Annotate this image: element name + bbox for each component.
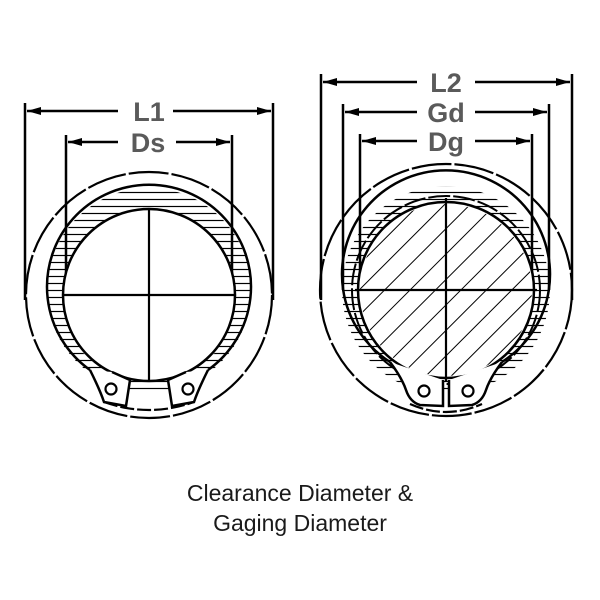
label-L1: L1 <box>133 97 165 127</box>
dimension-Dg: Dg <box>362 127 530 157</box>
lug-hole-right <box>461 384 475 398</box>
caption-line-1: Clearance Diameter & <box>186 480 414 506</box>
ring-outer-edge <box>45 183 253 372</box>
label-Gd: Gd <box>427 98 465 128</box>
lug-left <box>388 361 445 408</box>
gaging-circle <box>351 195 541 385</box>
caption-line-2: Gaging Diameter <box>213 510 387 536</box>
label-Dg: Dg <box>428 127 464 157</box>
clearance-circle <box>24 170 274 420</box>
gaging-diagram: L2 Gd Dg <box>318 68 574 418</box>
dimension-L1: L1 <box>27 97 271 127</box>
label-Ds: Ds <box>131 128 166 158</box>
dimension-Gd: Gd <box>345 98 547 128</box>
dimension-L2: L2 <box>323 68 570 98</box>
lug-hole-left <box>417 384 431 398</box>
dimension-Ds: Ds <box>68 128 230 158</box>
lug-hole-right <box>181 382 195 396</box>
clearance-diagram: L1 Ds <box>23 97 275 420</box>
ring-outer-edge <box>340 169 552 364</box>
clearance-circle <box>318 162 574 418</box>
lug-right <box>447 361 504 408</box>
label-L2: L2 <box>430 68 462 98</box>
lug-hole-left <box>104 382 118 396</box>
